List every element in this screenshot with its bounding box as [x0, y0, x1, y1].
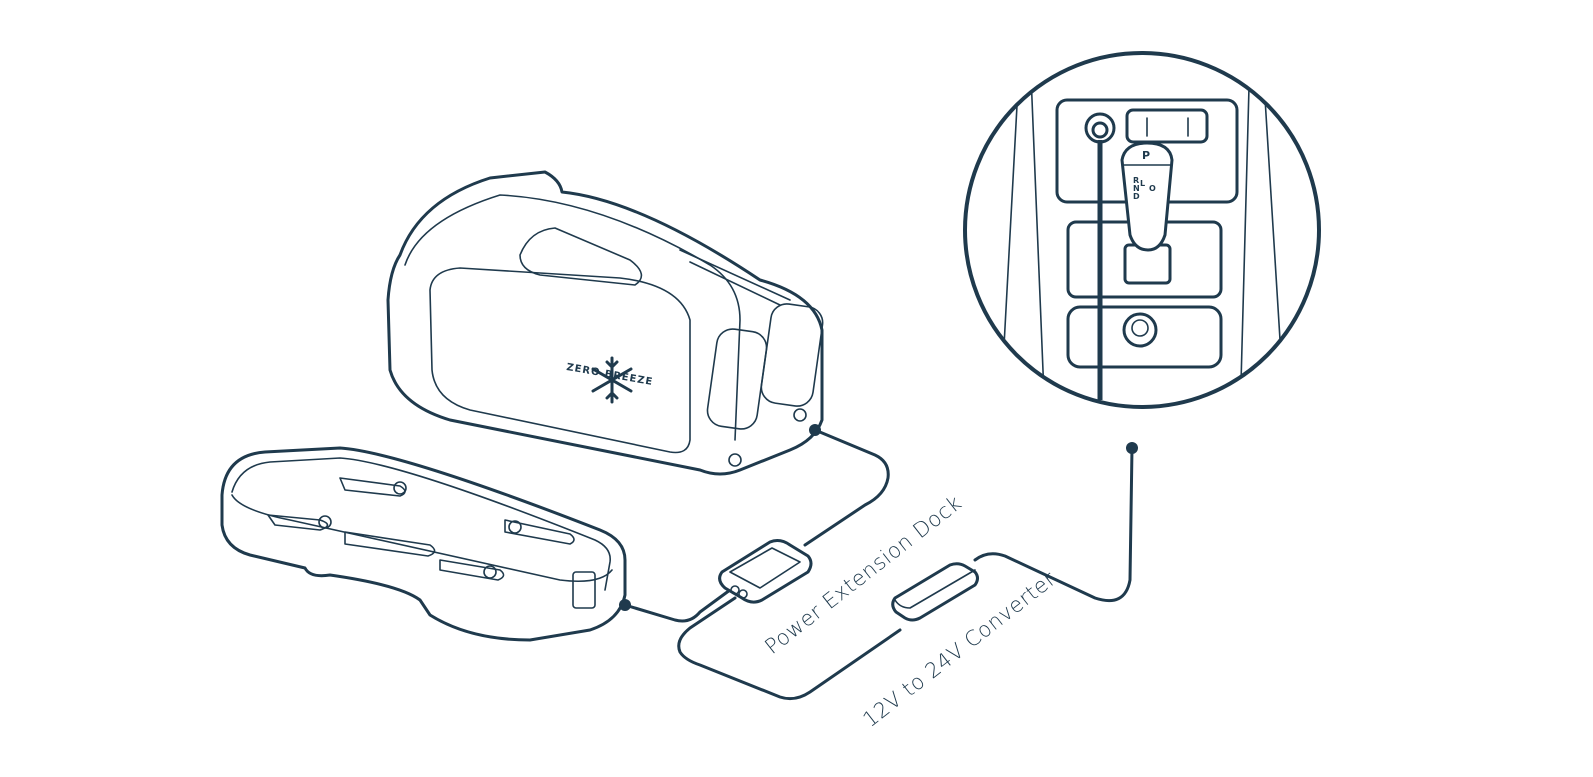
- battery-connector-dot: [619, 599, 631, 611]
- voltage-converter: [891, 562, 979, 622]
- cooler-connector-dot: [809, 424, 821, 436]
- svg-text:R: R: [1133, 176, 1139, 185]
- car-console-detail: P R N D L O: [963, 51, 1321, 409]
- svg-text:L: L: [1140, 179, 1145, 188]
- svg-text:N: N: [1133, 184, 1140, 193]
- battery-base: [220, 446, 627, 642]
- park-label: P: [1142, 149, 1150, 162]
- cables: [619, 424, 1138, 701]
- svg-text:O: O: [1149, 184, 1156, 193]
- air-conditioner-unit: ZERO BREEZE: [386, 170, 824, 476]
- control-knob-icon: [1122, 312, 1158, 348]
- car-socket-connector-dot: [1126, 442, 1138, 454]
- svg-text:D: D: [1133, 192, 1140, 201]
- power-extension-dock: [718, 539, 813, 604]
- snowflake-logo-icon: [591, 356, 633, 404]
